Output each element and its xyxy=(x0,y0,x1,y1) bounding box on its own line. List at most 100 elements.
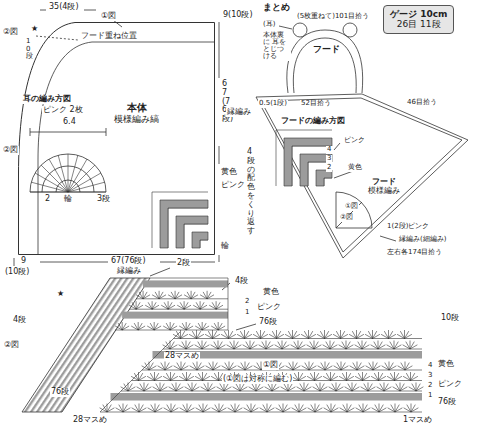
chart-stroke xyxy=(292,330,293,339)
chart-stroke xyxy=(339,345,346,349)
chart-stroke xyxy=(309,331,313,338)
chart-stroke xyxy=(277,331,281,338)
chart-stroke xyxy=(357,363,361,370)
chart-stroke xyxy=(307,376,314,380)
chart-stroke xyxy=(153,387,160,391)
chart-stroke xyxy=(356,408,363,412)
chart-stroke xyxy=(149,363,153,370)
chart-stroke xyxy=(234,342,238,349)
chart-stroke xyxy=(184,302,188,309)
chart-stroke xyxy=(152,295,159,299)
chart-stroke xyxy=(381,334,388,338)
chart-stroke xyxy=(251,404,252,413)
chart-stroke xyxy=(181,331,185,338)
note-label: 耳の編み方図 xyxy=(22,95,72,104)
chart-stroke xyxy=(323,345,330,349)
node-heading: フード xyxy=(313,44,340,54)
chart-stroke xyxy=(365,334,372,338)
chart-stroke xyxy=(260,330,261,339)
drawing-stroke xyxy=(380,236,396,241)
note-label: 輪 xyxy=(63,195,73,204)
chart-stroke xyxy=(371,345,378,349)
chart-stroke xyxy=(235,405,239,412)
chart-stroke xyxy=(145,305,152,309)
chart-stroke xyxy=(238,366,245,370)
chart-stroke xyxy=(339,376,346,380)
chart-stroke xyxy=(409,387,416,391)
drawing-stroke xyxy=(22,278,150,412)
color-band xyxy=(160,200,208,248)
chart-stroke xyxy=(197,362,198,371)
chart-stroke xyxy=(176,384,180,391)
pink-row xyxy=(122,312,228,319)
chart-stroke xyxy=(31,182,68,192)
chart-stroke xyxy=(410,341,411,350)
chart-stroke xyxy=(346,341,347,350)
note-label: 本体裏に 耳をとじつける xyxy=(262,32,291,61)
note-label: 黄色 xyxy=(347,164,363,172)
chart-stroke xyxy=(314,341,315,350)
dimension-label: 1マスめ xyxy=(402,416,433,425)
dimension-label: 76段 xyxy=(50,388,70,397)
chart-stroke xyxy=(30,192,68,193)
chart-stroke xyxy=(325,331,329,338)
chart-stroke xyxy=(168,302,172,309)
row-number: 3 xyxy=(326,155,332,163)
chart-stroke xyxy=(397,334,404,338)
dimension-label: 10段 xyxy=(26,38,33,61)
chart-stroke xyxy=(324,178,332,186)
drawing-stroke xyxy=(287,30,363,93)
chart-stroke xyxy=(372,408,379,412)
chart-stroke xyxy=(187,373,191,380)
chart-stroke xyxy=(229,363,233,370)
chart-stroke xyxy=(299,373,303,380)
chart-stroke xyxy=(174,366,181,370)
chart-stroke xyxy=(298,342,302,349)
chart-stroke xyxy=(250,342,254,349)
drawing-stroke xyxy=(334,143,356,178)
chart-stroke xyxy=(395,373,399,380)
chart-stroke xyxy=(269,334,276,338)
chart-stroke xyxy=(159,292,163,299)
chart-stroke xyxy=(218,341,219,350)
chart-stroke xyxy=(213,363,217,370)
dimension-label: 10段 xyxy=(440,314,460,323)
chart-stroke xyxy=(129,309,228,310)
chart-stroke xyxy=(347,404,348,413)
chart-stroke xyxy=(315,405,319,412)
chart-stroke xyxy=(416,383,417,392)
chart-stroke xyxy=(181,363,185,370)
drawing-stroke xyxy=(343,23,357,37)
chart-stroke xyxy=(139,405,143,412)
chart-stroke xyxy=(197,331,201,338)
chart-stroke xyxy=(282,341,283,350)
chart-stroke xyxy=(211,326,218,330)
dimension-label: 2段 xyxy=(176,259,191,268)
chart-stroke xyxy=(155,405,159,412)
chart-stroke xyxy=(144,383,145,392)
row-number: 2 xyxy=(427,382,433,390)
chart-stroke xyxy=(314,372,315,381)
chart-stroke xyxy=(35,173,68,192)
chart-stroke xyxy=(260,408,267,412)
chart-stroke xyxy=(196,408,203,412)
chart-stroke xyxy=(411,404,412,413)
dimension-label: 4段 xyxy=(12,316,27,325)
chart-stroke xyxy=(171,373,175,380)
chart-stroke xyxy=(347,405,351,412)
chart-stroke xyxy=(184,224,208,248)
chart-stroke xyxy=(171,404,172,413)
chart-stroke xyxy=(136,302,140,309)
chart-stroke xyxy=(165,362,166,371)
chart-stroke xyxy=(177,305,184,309)
drawing-stroke xyxy=(38,42,215,255)
chart-stroke xyxy=(189,334,196,338)
chart-stroke xyxy=(267,404,268,413)
note-label: ①図 xyxy=(262,361,279,370)
chart-stroke xyxy=(163,326,170,330)
chart-stroke xyxy=(213,331,217,338)
chart-stroke xyxy=(115,326,122,330)
chart-stroke xyxy=(256,384,260,391)
chart-stroke xyxy=(68,192,106,193)
chart-stroke xyxy=(403,345,410,349)
